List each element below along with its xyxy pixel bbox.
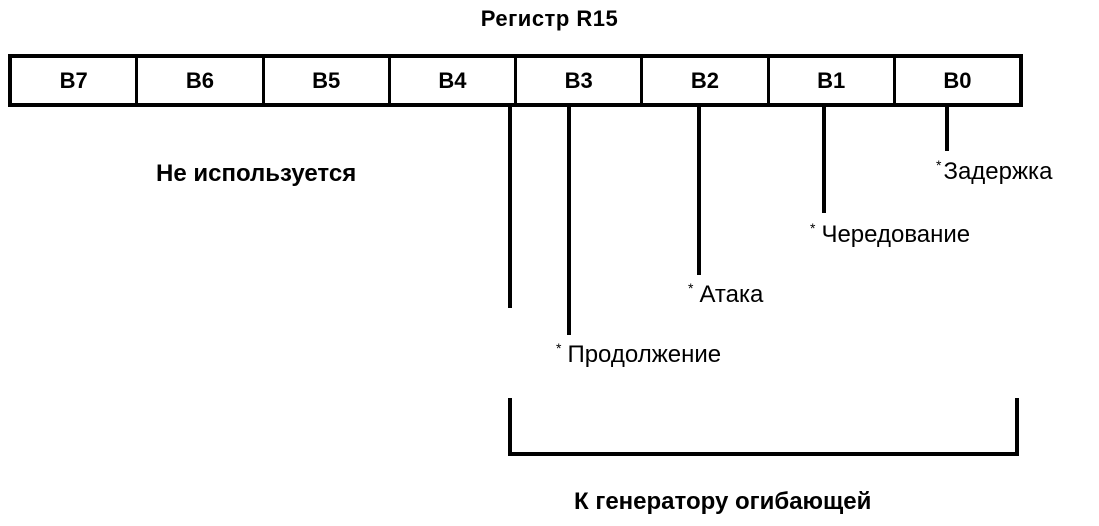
connector-b2-attack bbox=[697, 103, 701, 275]
connector-b1-alternate bbox=[822, 103, 826, 213]
bit-cell-b4: B4 bbox=[391, 58, 517, 103]
bit-cell-b3: B3 bbox=[517, 58, 644, 103]
register-title: Регистр R15 bbox=[480, 6, 619, 31]
label-alternate: * Чередование bbox=[810, 220, 970, 249]
connector-b3-continue bbox=[567, 103, 571, 335]
bracket-right bbox=[1015, 398, 1019, 456]
bit-cell-b7: B7 bbox=[12, 58, 139, 103]
label-alternate-text: Чередование bbox=[821, 221, 971, 248]
label-unused: Не используется bbox=[156, 160, 357, 187]
label-attack-text: Атака bbox=[699, 281, 764, 308]
bit-cell-b6: B6 bbox=[138, 58, 265, 103]
bit-cell-b5: B5 bbox=[265, 58, 391, 103]
marker-attack: * bbox=[688, 280, 694, 296]
bit-cell-b0: B0 bbox=[943, 67, 972, 93]
label-delay-text: Задержка bbox=[943, 158, 1053, 185]
bracket-bottom bbox=[508, 452, 1019, 456]
label-delay: *Задержка bbox=[936, 157, 1052, 186]
label-bracket: К генератору огибающей bbox=[574, 488, 872, 515]
register-r15: B7 B6 B5 B4 B3 B2 B1 B0 bbox=[8, 54, 1023, 107]
label-continue: * Продолжение bbox=[556, 340, 721, 369]
marker-delay: * bbox=[936, 157, 942, 173]
marker-alternate: * bbox=[810, 220, 816, 236]
bit-cell-b2: B2 bbox=[643, 58, 770, 103]
bracket-left bbox=[508, 398, 512, 456]
bit-cell-b1: B1 bbox=[770, 58, 896, 103]
connector-b3-left bbox=[508, 103, 512, 308]
label-attack: * Атака bbox=[688, 280, 763, 309]
connector-b0-delay bbox=[945, 103, 949, 151]
marker-continue: * bbox=[556, 340, 562, 356]
label-continue-text: Продолжение bbox=[567, 341, 722, 368]
